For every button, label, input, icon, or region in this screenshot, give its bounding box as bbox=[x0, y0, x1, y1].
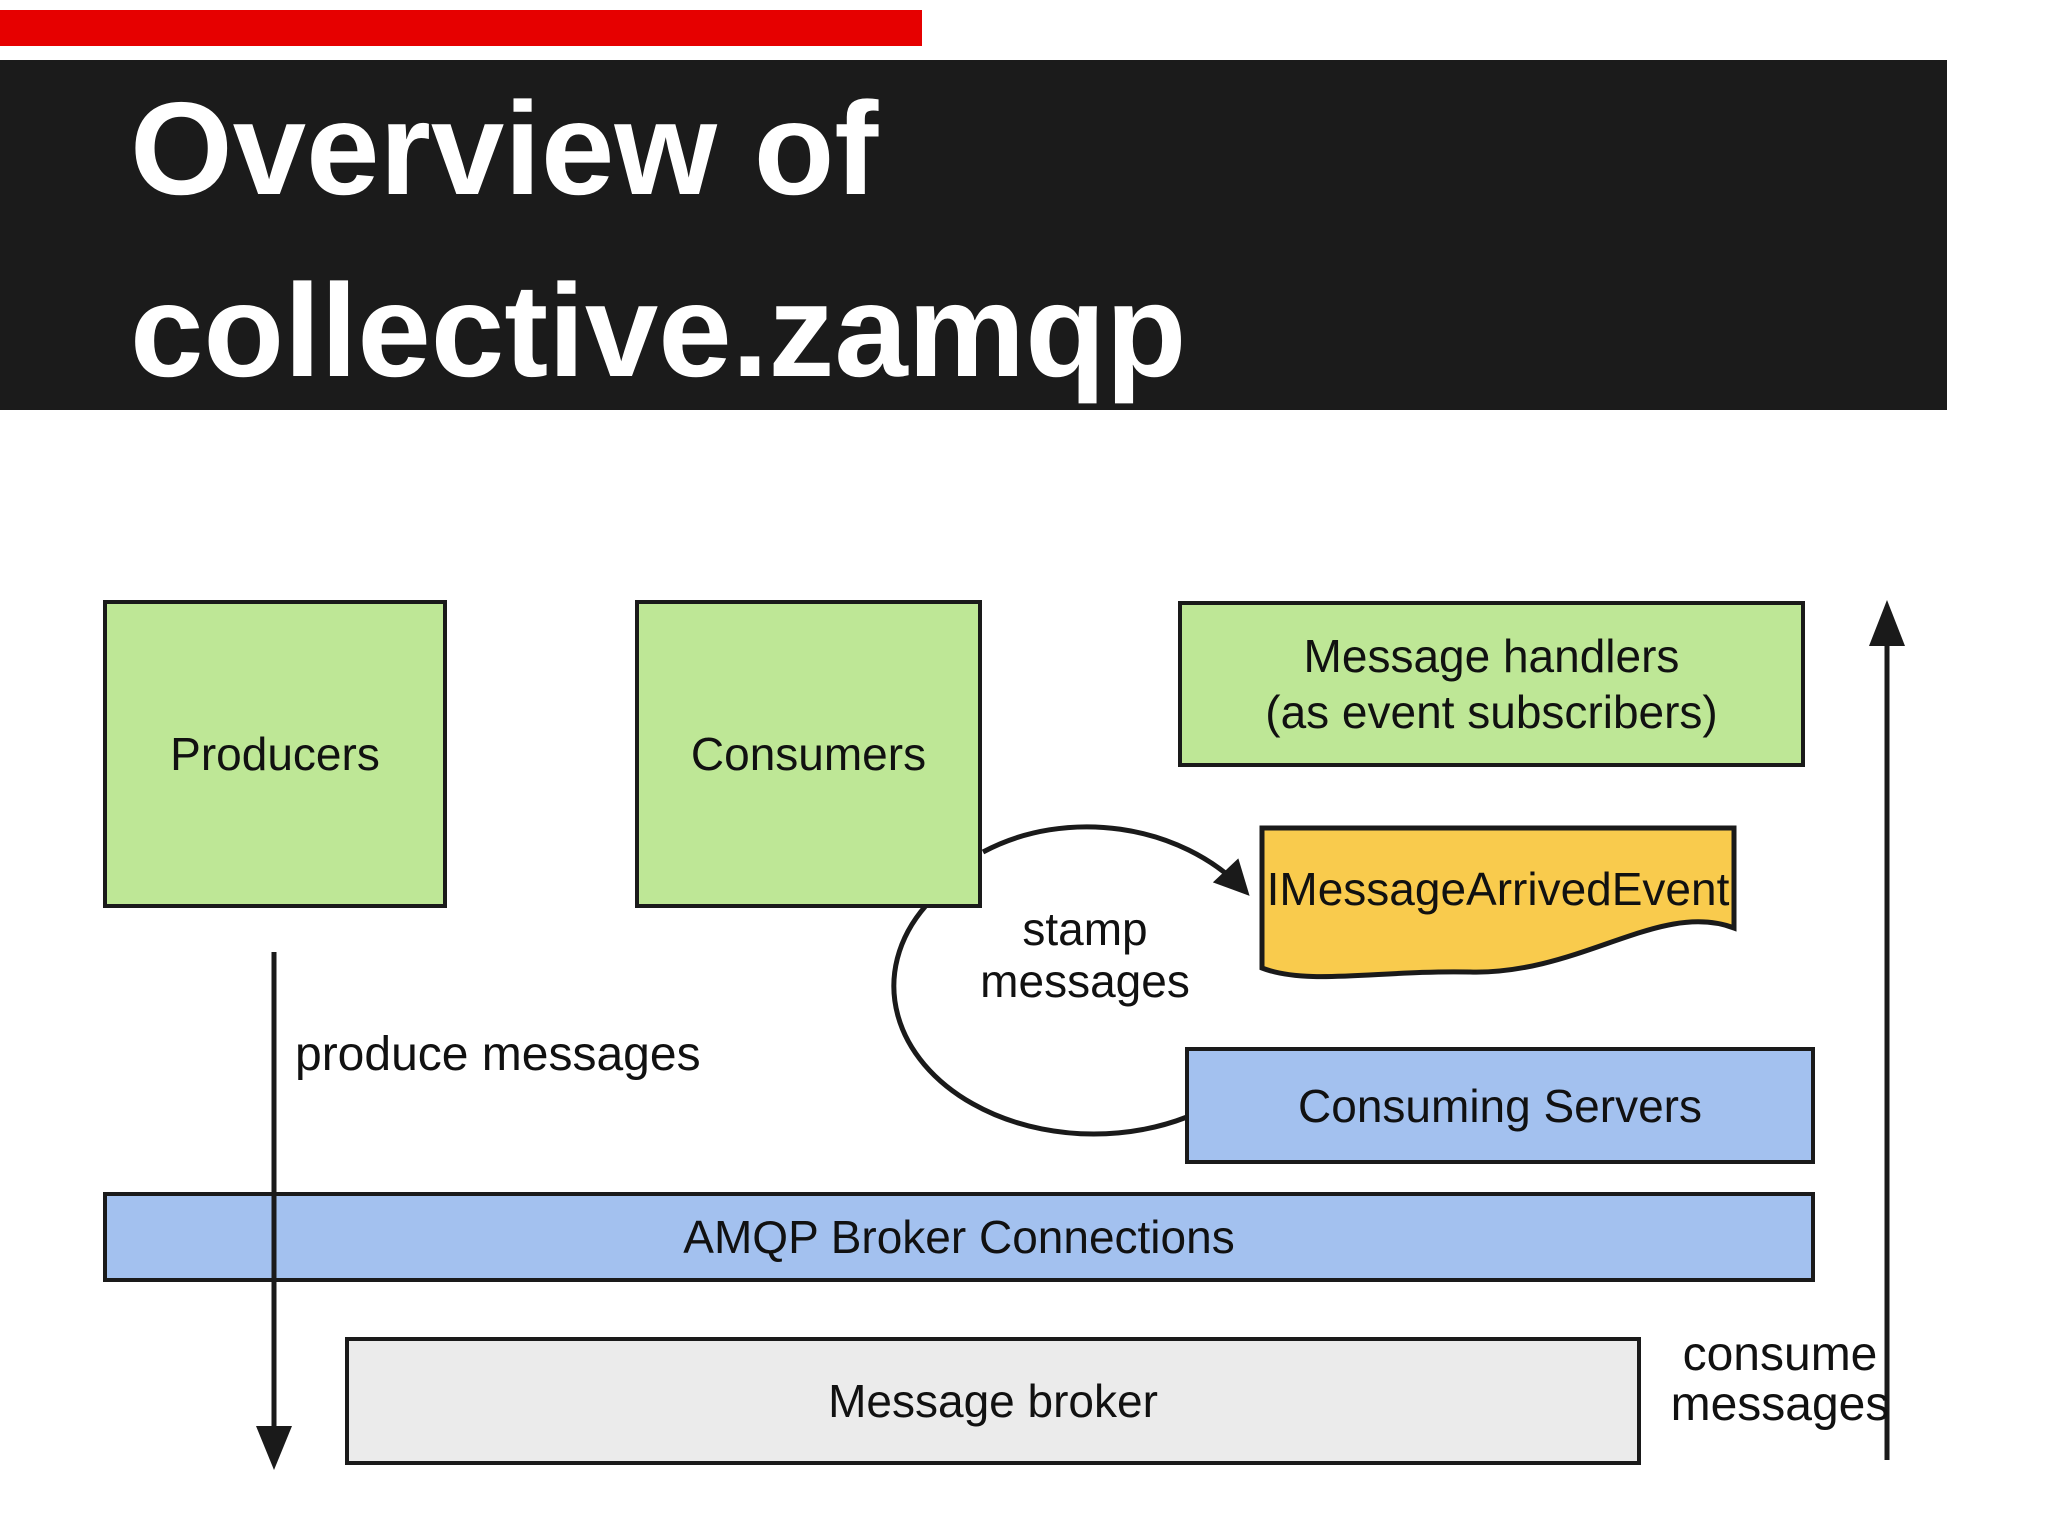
producers-label: Producers bbox=[170, 728, 380, 780]
slide-title-line2: collective.zamqp bbox=[130, 257, 1187, 404]
produce-messages-note: produce messages bbox=[295, 1028, 701, 1081]
amqp-broker-connections-bar: AMQP Broker Connections bbox=[103, 1192, 1815, 1282]
amqp-broker-connections-label: AMQP Broker Connections bbox=[683, 1211, 1235, 1263]
imessage-arrived-event-shape bbox=[1259, 825, 1737, 980]
top-red-bar bbox=[0, 10, 922, 46]
slide-title-line1: Overview of bbox=[130, 75, 879, 222]
consumers-label: Consumers bbox=[690, 728, 927, 780]
consume-messages-line1: consume bbox=[1682, 1328, 1878, 1381]
stamp-ellipse bbox=[891, 864, 1188, 1137]
title-band bbox=[0, 60, 1947, 410]
slide-title: Overview of collective.zamqp bbox=[130, 58, 1830, 422]
stamp-messages-note: stamp messages bbox=[930, 903, 1240, 1007]
imessage-arrived-event-label: IMessageArrivedEvent bbox=[1266, 863, 1730, 915]
consuming-servers-box: Consuming Servers bbox=[1185, 1047, 1815, 1164]
consuming-servers-label: Consuming Servers bbox=[1298, 1079, 1702, 1132]
stamp-messages-line2: messages bbox=[980, 955, 1190, 1007]
consume-messages-note: consume messages bbox=[1655, 1330, 1905, 1430]
producers-box: Producers bbox=[103, 600, 447, 908]
imessage-arrived-event-label-wrap: IMessageArrivedEvent bbox=[1262, 828, 1734, 950]
stamp-to-event-arrow bbox=[981, 824, 1250, 896]
consumers-box: Consumers bbox=[635, 600, 982, 908]
message-broker-label: Message broker bbox=[828, 1375, 1158, 1427]
message-handlers-line1: Message handlers bbox=[1303, 630, 1680, 682]
message-handlers-label: Message handlers (as event subscribers) bbox=[1265, 628, 1718, 740]
message-broker-box: Message broker bbox=[345, 1337, 1641, 1465]
message-handlers-box: Message handlers (as event subscribers) bbox=[1178, 601, 1805, 767]
message-handlers-line2: (as event subscribers) bbox=[1265, 686, 1718, 738]
consume-messages-line2: messages bbox=[1670, 1378, 1890, 1431]
stamp-messages-line1: stamp bbox=[1022, 903, 1148, 955]
